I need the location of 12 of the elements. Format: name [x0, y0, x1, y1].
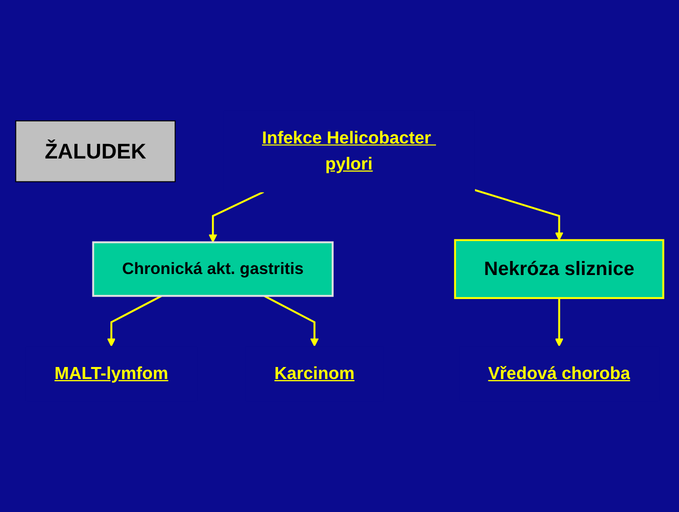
arrow	[264, 294, 319, 347]
node-box: Nekróza sliznice	[454, 239, 664, 299]
node-box: Chronická akt. gastritis	[92, 241, 334, 297]
node-text: Karcinom	[274, 364, 355, 383]
node-text: Infekce Helicobacter pylori	[262, 128, 432, 174]
node-text: MALT-lymfom	[54, 364, 168, 383]
arrow	[107, 294, 162, 347]
arrow	[554, 298, 564, 347]
node-box: ŽALUDEK	[15, 120, 176, 182]
arrow	[208, 190, 264, 243]
node-text: Vředová choroba	[488, 364, 630, 383]
arrow	[474, 188, 564, 240]
